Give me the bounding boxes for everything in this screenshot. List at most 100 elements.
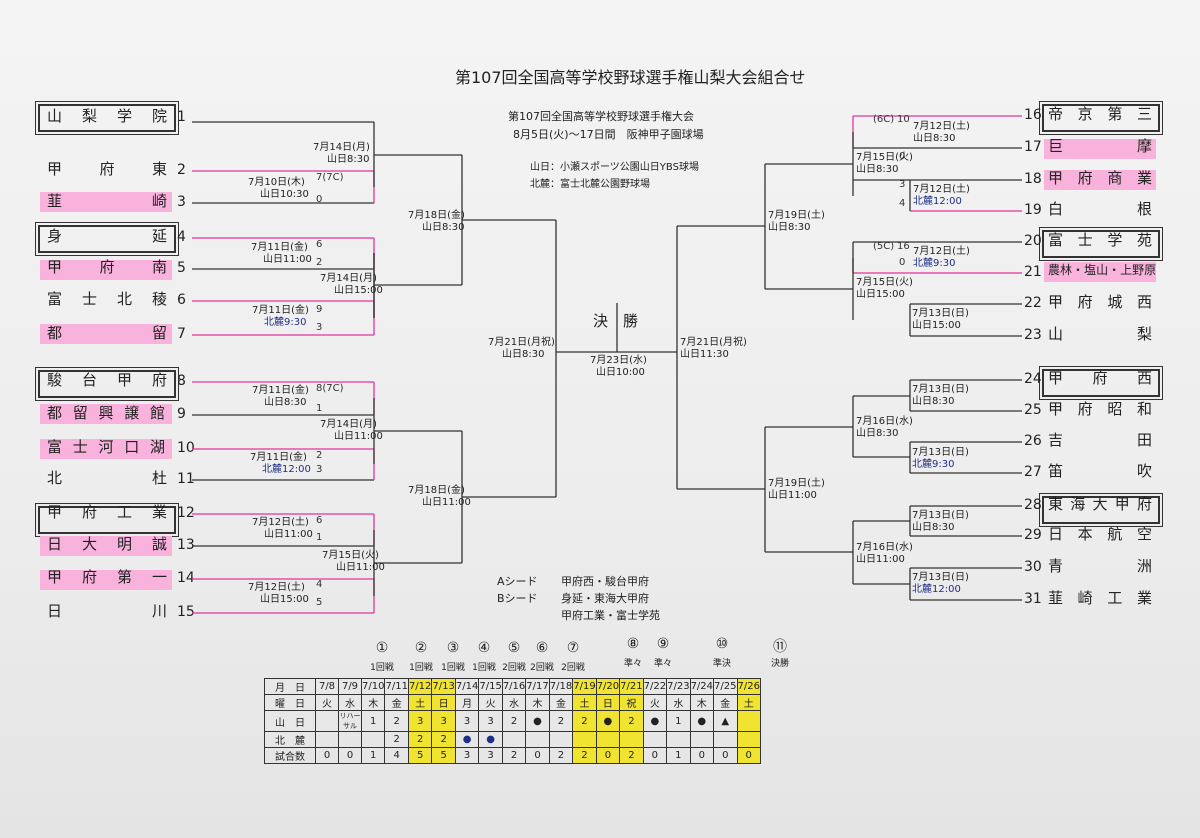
team-number-right: 19 bbox=[1024, 202, 1042, 218]
game-date-left: 7月14日(月) bbox=[320, 273, 377, 284]
schedule-cell: 2 bbox=[619, 747, 644, 764]
schedule-cell: 2 bbox=[431, 731, 456, 748]
schedule-cell: 2 bbox=[548, 747, 574, 764]
team-number-left: 12 bbox=[177, 505, 195, 521]
round-number: ⑩ bbox=[715, 636, 729, 652]
game-date-left: 7月12日(土) bbox=[252, 517, 309, 528]
round-label: 2回戦 bbox=[561, 663, 585, 673]
seed-b-teams-1: 身延・東海大甲府 bbox=[561, 592, 649, 605]
game-date-right: 7月15日(火) bbox=[856, 277, 913, 288]
schedule-cell: 日 bbox=[431, 694, 456, 711]
national-info-line1: 第107回全国高等学校野球選手権大会 bbox=[508, 110, 694, 123]
game-venue-right: 山日15:00 bbox=[856, 289, 905, 300]
game-venue-right: 山日8:30 bbox=[856, 164, 899, 175]
game-date-right: 7月15日(火) bbox=[856, 152, 913, 163]
team-number-left: 1 bbox=[177, 109, 186, 125]
team-number-right: 25 bbox=[1024, 402, 1042, 418]
schedule-row-head: 試合数 bbox=[264, 747, 316, 764]
team-name-left: 身延 bbox=[47, 227, 167, 245]
team-name-right: 笛吹 bbox=[1048, 462, 1152, 480]
page-title: 第107回全国高等学校野球選手権山梨大会組合せ bbox=[455, 68, 806, 87]
score-left: 6 bbox=[316, 239, 323, 250]
score-left: 8(7C) bbox=[316, 383, 344, 394]
team-name-left: 富士北稜 bbox=[47, 290, 167, 308]
game-date-right: 7月13日(日) bbox=[912, 384, 969, 395]
game-date-left: 7月14日(月) bbox=[313, 142, 370, 153]
schedule-cell: 5 bbox=[407, 747, 433, 764]
schedule-cell bbox=[572, 731, 597, 748]
schedule-cell: 7/12 bbox=[407, 678, 433, 695]
game-venue-left: 山日8:30 bbox=[422, 222, 465, 233]
team-name-right: 甲府昭和 bbox=[1048, 400, 1152, 418]
game-date-right: 7月19日(土) bbox=[768, 210, 825, 221]
team-number-right: 26 bbox=[1024, 433, 1042, 449]
schedule-cell bbox=[525, 731, 550, 748]
seed-box-tokai-kofu bbox=[1039, 493, 1163, 527]
team-name-left: 甲府東 bbox=[47, 160, 167, 178]
game-venue-left: 山日15:00 bbox=[260, 594, 309, 605]
highlight-tsuru bbox=[40, 324, 172, 344]
schedule-cell: 2 bbox=[572, 710, 597, 732]
team-number-right: 16 bbox=[1024, 107, 1042, 123]
round-number: ⑤ bbox=[507, 640, 521, 656]
team-number-right: 21 bbox=[1024, 264, 1042, 280]
team-number-left: 15 bbox=[177, 604, 195, 620]
seed-box-minobu bbox=[35, 222, 179, 256]
team-number-right: 27 bbox=[1024, 464, 1042, 480]
seed-a-teams: 甲府西・駿台甲府 bbox=[561, 575, 649, 588]
game-date-left: 7月11日(金) bbox=[250, 452, 307, 463]
schedule-cell: 0 bbox=[736, 747, 761, 764]
score-right: 3 bbox=[899, 179, 906, 190]
game-venue-right: 山日8:30 bbox=[912, 522, 955, 533]
round-number: ④ bbox=[477, 640, 491, 656]
schedule-cell bbox=[689, 731, 715, 748]
round-number: ⑪ bbox=[773, 639, 787, 655]
schedule-cell: 7/15 bbox=[478, 678, 503, 695]
game-venue-left: 山日11:00 bbox=[422, 497, 471, 508]
schedule-cell: 7/10 bbox=[360, 678, 386, 695]
seed-b-teams-2: 甲府工業・富士学苑 bbox=[561, 609, 660, 622]
team-name-right: 山梨 bbox=[1048, 325, 1152, 343]
schedule-cell: 3 bbox=[454, 747, 480, 764]
schedule-cell: 水 bbox=[666, 694, 691, 711]
score-left: 5 bbox=[316, 597, 323, 608]
schedule-cell: 1 bbox=[360, 710, 386, 732]
schedule-cell bbox=[315, 710, 339, 732]
team-number-left: 4 bbox=[177, 229, 186, 245]
game-venue-left: 山日8:30 bbox=[502, 349, 545, 360]
team-number-left: 13 bbox=[177, 537, 195, 553]
schedule-cell: ● bbox=[454, 731, 480, 748]
score-left: 7(7C) bbox=[316, 172, 344, 183]
team-name-left: 都留 bbox=[47, 324, 167, 342]
schedule-cell: 7/17 bbox=[525, 678, 550, 695]
schedule-cell: 7/25 bbox=[713, 678, 738, 695]
score-right: 0 bbox=[899, 151, 906, 162]
schedule-cell: 7/23 bbox=[666, 678, 691, 695]
round-label: 2回戦 bbox=[530, 663, 554, 673]
highlight-kofu-daiichi bbox=[40, 570, 172, 590]
schedule-cell: 土 bbox=[407, 694, 433, 711]
game-date-left: 7月12日(土) bbox=[248, 582, 305, 593]
national-info-line2: 8月5日(火)〜17日間 阪神甲子園球場 bbox=[513, 128, 704, 141]
schedule-cell: 7/21 bbox=[619, 678, 644, 695]
game-date-right: 7月12日(土) bbox=[913, 184, 970, 195]
schedule-cell: 火 bbox=[478, 694, 503, 711]
game-date-left: 7月11日(金) bbox=[252, 385, 309, 396]
schedule-cell bbox=[501, 731, 527, 748]
game-date-left: 7月14日(月) bbox=[320, 419, 377, 430]
schedule-row-head: 曜 日 bbox=[264, 694, 316, 711]
team-number-right: 20 bbox=[1024, 233, 1042, 249]
seed-box-kofu-nishi bbox=[1039, 366, 1163, 400]
highlight-nichidai-meisei bbox=[40, 536, 172, 556]
schedule-cell: 2 bbox=[501, 747, 527, 764]
seed-box-sundai-kofu bbox=[35, 367, 179, 401]
team-name-right: 巨摩 bbox=[1048, 137, 1152, 155]
highlight-koma bbox=[1044, 139, 1156, 159]
game-date-left: 7月15日(火) bbox=[322, 550, 379, 561]
final-label: 決 勝 bbox=[593, 312, 639, 330]
team-name-right: 富士学苑 bbox=[1048, 231, 1152, 249]
round-label: 1回戦 bbox=[370, 663, 394, 673]
team-number-left: 11 bbox=[177, 471, 195, 487]
schedule-cell: 4 bbox=[384, 747, 409, 764]
